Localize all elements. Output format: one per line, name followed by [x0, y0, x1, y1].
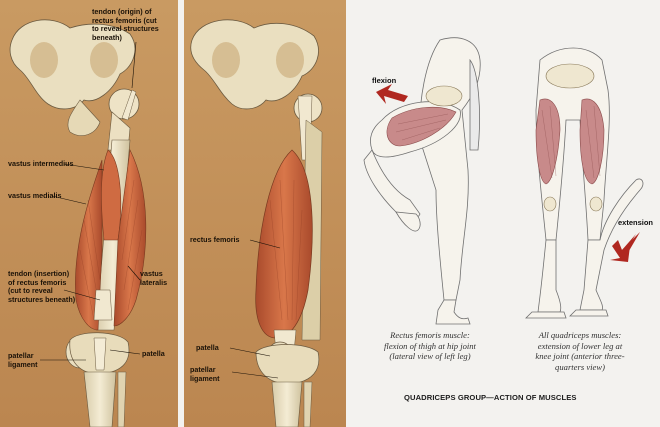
label-vastus-lateralis: vastus lateralis — [140, 269, 168, 287]
vastus-lateralis-muscle — [113, 148, 147, 327]
left-anatomy-panel — [0, 0, 178, 427]
label-rectus-femoris: rectus femoris — [190, 235, 240, 244]
rectus-femoris-flexion-highlight — [386, 106, 457, 147]
quadriceps-extension-highlight — [535, 98, 605, 185]
middle-anatomy-panel — [184, 0, 346, 427]
extension-arrow — [610, 234, 636, 262]
caption-extension: All quadriceps muscles: extension of low… — [535, 330, 625, 372]
label-vastus-medialis: vastus medialis — [8, 191, 62, 200]
label-tendon-insertion: tendon (insertion) of rectus femoris (cu… — [8, 269, 76, 304]
label-patella-left: patella — [142, 349, 165, 358]
vastus-intermedius-muscle — [101, 149, 122, 241]
middle-pelvis-bone — [190, 19, 319, 110]
caption-flexion: Rectus femoris muscle: flexion of thigh … — [384, 330, 476, 361]
extension-figure — [525, 47, 644, 319]
label-flexion: flexion — [372, 76, 397, 85]
vastus-medialis-muscle — [75, 159, 103, 331]
left-tibia — [83, 371, 117, 427]
label-tendon-origin: tendon (origin) of rectus femoris (cut t… — [92, 7, 159, 42]
label-vastus-intermedius: vastus intermedius — [8, 159, 74, 168]
label-patella-middle: patella — [196, 343, 219, 352]
label-patellar-ligament-middle: patellar ligament — [190, 365, 220, 383]
figure-title: QUADRICEPS GROUP—ACTION OF MUSCLES — [404, 393, 577, 402]
right-action-panel — [350, 0, 660, 427]
flexion-arrow — [376, 84, 408, 104]
label-extension: extension — [618, 218, 654, 227]
label-patellar-ligament-left: patellar ligament — [8, 351, 38, 369]
